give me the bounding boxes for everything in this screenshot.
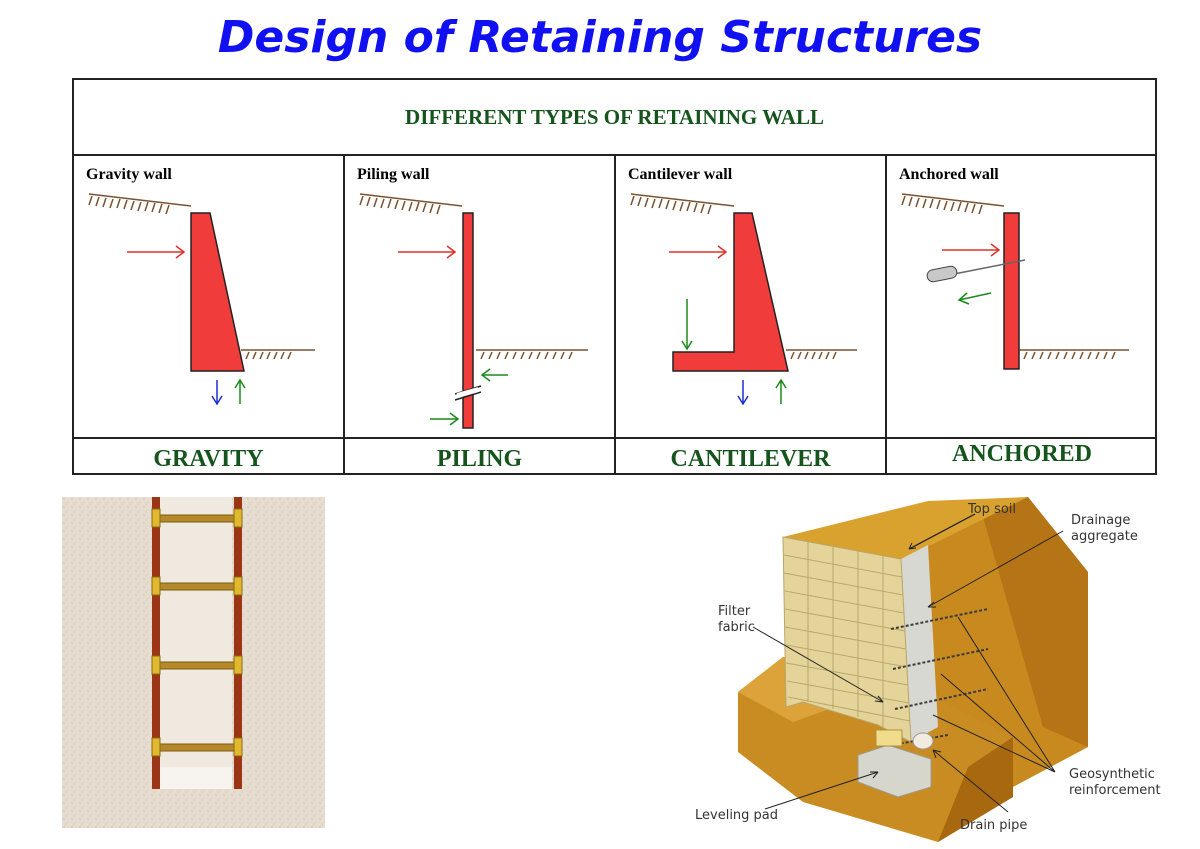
piling-wall-cell: Piling wall	[345, 156, 616, 437]
drainage-label-line1: Drainage	[1071, 513, 1130, 528]
piling-wall-title: Piling wall	[357, 166, 430, 183]
page-title: Design of Retaining Structures	[217, 12, 983, 63]
downward-arrow-icon	[737, 380, 749, 406]
passive-reaction-arrow-icon	[480, 368, 508, 382]
table-heading: DIFFERENT TYPES OF RETAINING WALL	[74, 80, 1155, 156]
anchored-label: ANCHORED	[887, 437, 1157, 475]
upward-arrow-icon	[775, 378, 787, 404]
filter-label-line1: Filter	[718, 604, 751, 619]
gravity-wall-cell: Gravity wall	[74, 156, 345, 437]
anchored-wall-diagram	[901, 193, 1129, 370]
cantilever-wall-cell: Cantilever wall	[616, 156, 887, 437]
anchor-force-arrow-icon	[957, 292, 992, 305]
downward-arrow-icon	[211, 380, 223, 406]
cantilever-wall-title: Cantilever wall	[628, 166, 733, 183]
excavation-bottom	[158, 767, 232, 789]
ground-line-icon	[88, 193, 315, 360]
sheet-pile-body	[462, 212, 474, 429]
earth-pressure-arrow-icon	[669, 245, 728, 259]
cantilever-wall-body	[672, 212, 789, 372]
cantilever-label: CANTILEVER	[616, 437, 887, 475]
earth-pressure-arrow-icon	[127, 245, 186, 259]
right-sheet-pile	[234, 497, 242, 789]
geosynthetic-label-line2: reinforcement	[1069, 783, 1161, 798]
gravity-label: GRAVITY	[74, 437, 345, 475]
anchor-grout-body-icon	[926, 265, 958, 283]
retaining-wall-types-table: DIFFERENT TYPES OF RETAINING WALL Gravit…	[72, 78, 1157, 475]
piling-wall-diagram	[359, 193, 588, 429]
geosynthetic-label-line1: Geosynthetic	[1069, 767, 1155, 782]
piling-label: PILING	[345, 437, 616, 475]
segmental-block-wall	[782, 536, 912, 743]
gravity-wall-diagram	[88, 193, 315, 406]
geosynthetic-wall-illustration: Top soil Drainage aggregate Filter fabri…	[695, 497, 1161, 842]
anchor-tendon	[948, 259, 1026, 276]
ground-line-icon	[359, 193, 588, 360]
anchored-wall-body	[1003, 212, 1020, 370]
ground-line-icon	[630, 193, 857, 360]
cantilever-wall-diagram	[630, 193, 857, 406]
drain-pipe-label: Drain pipe	[960, 818, 1027, 833]
top-soil-label: Top soil	[967, 502, 1016, 517]
earth-pressure-arrow-icon	[398, 245, 457, 259]
left-sheet-pile	[152, 497, 160, 789]
strutted-excavation-illustration	[62, 497, 325, 828]
gravity-wall-body	[190, 212, 245, 372]
wale-block-icon	[151, 508, 243, 757]
soil-weight-arrow-icon	[681, 299, 693, 351]
top-soil	[783, 497, 1028, 559]
anchored-wall-cell: Anchored wall	[887, 156, 1157, 437]
drainage-label-line2: aggregate	[1071, 529, 1138, 544]
filter-label-line2: fabric	[718, 620, 755, 635]
drain-pipe	[912, 732, 934, 750]
toe-reaction-arrow-icon	[430, 412, 460, 426]
drainage-aggregate	[901, 545, 938, 742]
leveling-pad-label: Leveling pad	[695, 808, 778, 823]
upward-arrow-icon	[234, 378, 246, 404]
ground-line-icon	[901, 193, 1129, 360]
earth-pressure-arrow-icon	[942, 243, 1001, 257]
gravity-wall-title: Gravity wall	[86, 166, 172, 183]
anchored-wall-title: Anchored wall	[899, 166, 999, 183]
excavation-floor	[158, 497, 232, 767]
